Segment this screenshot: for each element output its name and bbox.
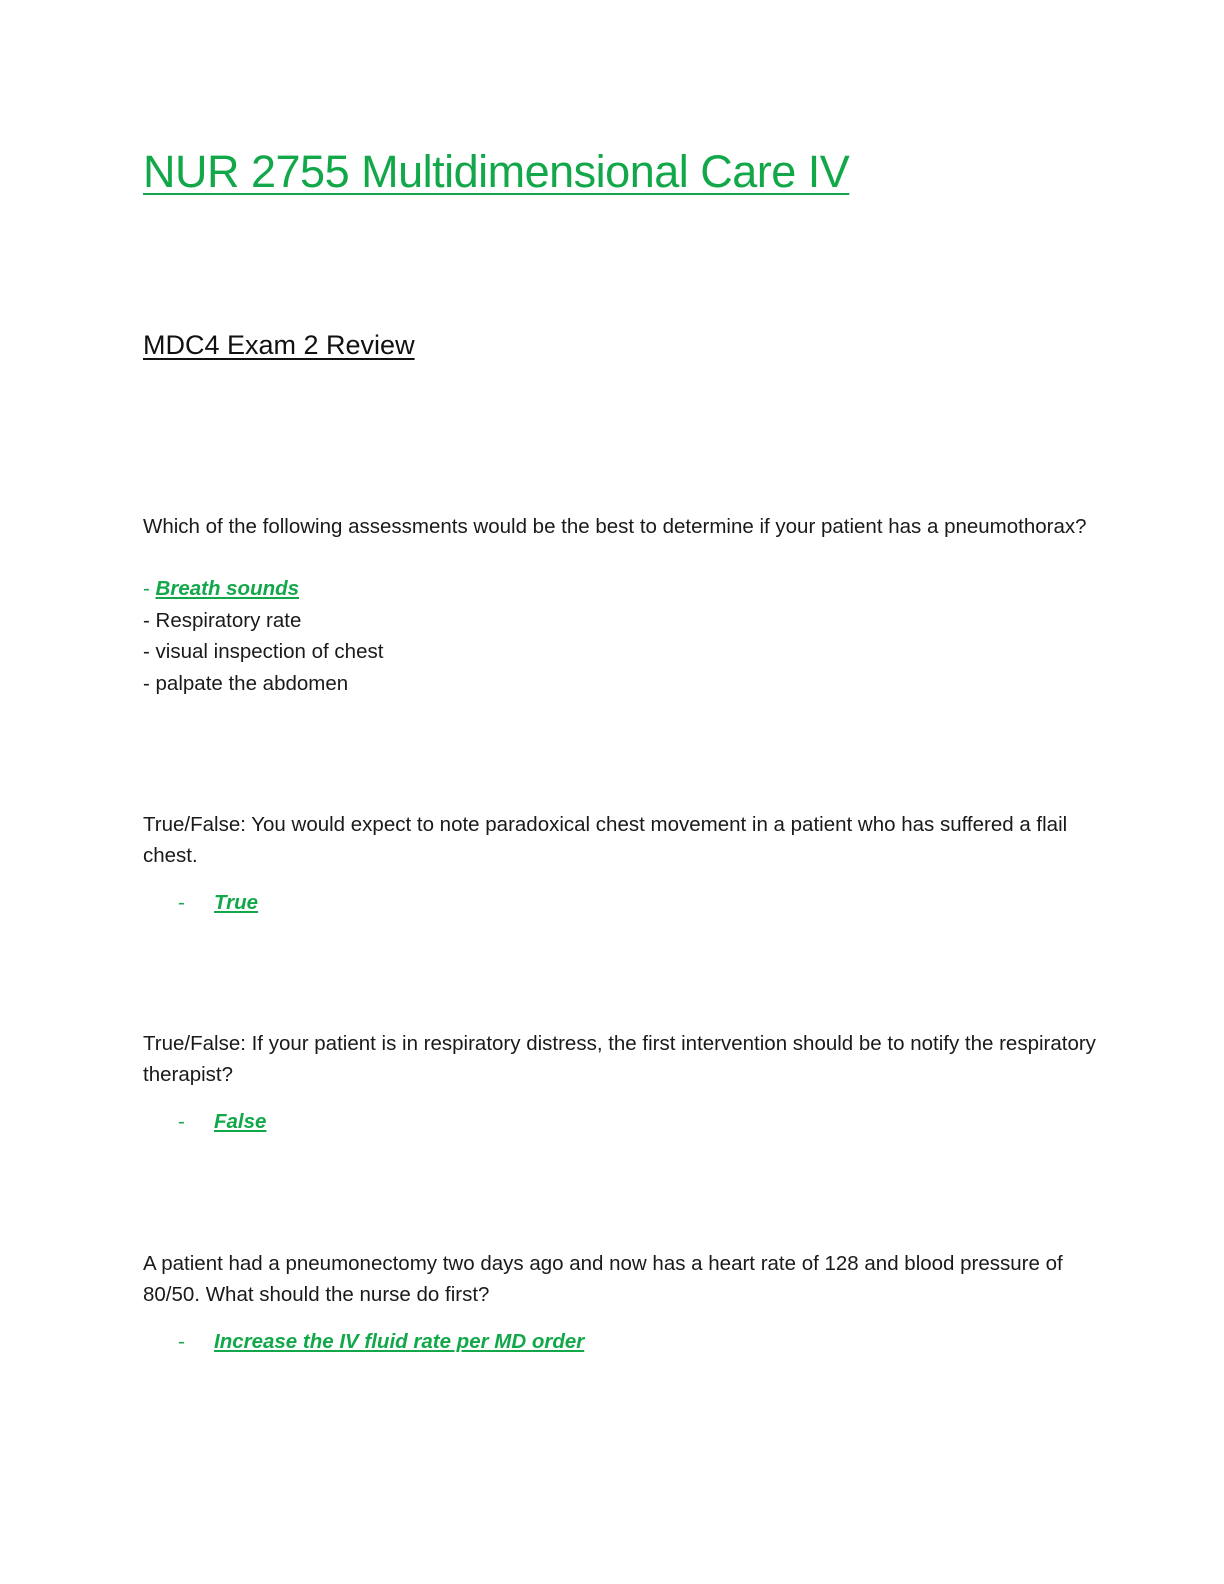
question-1-text: Which of the following assessments would… [143, 515, 1087, 538]
option-prefix: - [143, 640, 156, 663]
correct-answer: True [214, 891, 259, 914]
option-prefix: - [143, 608, 156, 632]
question-3-text: True/False: If your patient is in respir… [143, 1032, 1096, 1086]
answer-bullet: - [178, 891, 185, 914]
option-label: visual inspection of chest [155, 640, 384, 663]
document-subtitle: MDC4 Exam 2 Review [143, 330, 415, 360]
answer-bullet: - [178, 1110, 185, 1133]
option-prefix: - [143, 671, 156, 695]
question-4-text: A patient had a pneumonectomy two days a… [143, 1252, 1063, 1306]
correct-answer: Breath sounds [155, 577, 300, 600]
question-1-option-4: - palpate the abdomen [143, 668, 383, 700]
option-prefix: - [143, 577, 156, 600]
question-1-options: - Breath sounds - Respiratory rate - vis… [143, 573, 383, 699]
question-2-text: True/False: You would expect to note par… [143, 813, 1068, 867]
question-1-option-1: - Breath sounds [143, 573, 383, 605]
question-4-answer: - Increase the IV fluid rate per MD order [178, 1326, 584, 1357]
correct-answer: Increase the IV fluid rate per MD order [214, 1330, 585, 1353]
option-label: palpate the abdomen [155, 671, 349, 695]
document-title: NUR 2755 Multidimensional Care IV [143, 146, 850, 197]
question-1-option-2: - Respiratory rate [143, 605, 383, 637]
question-1-option-3: - visual inspection of chest [143, 636, 383, 668]
question-3-answer: - False [178, 1106, 266, 1137]
correct-answer: False [214, 1110, 267, 1133]
option-label: Respiratory rate [155, 608, 302, 632]
answer-bullet: - [178, 1330, 185, 1353]
question-2-answer: - True [178, 887, 258, 918]
